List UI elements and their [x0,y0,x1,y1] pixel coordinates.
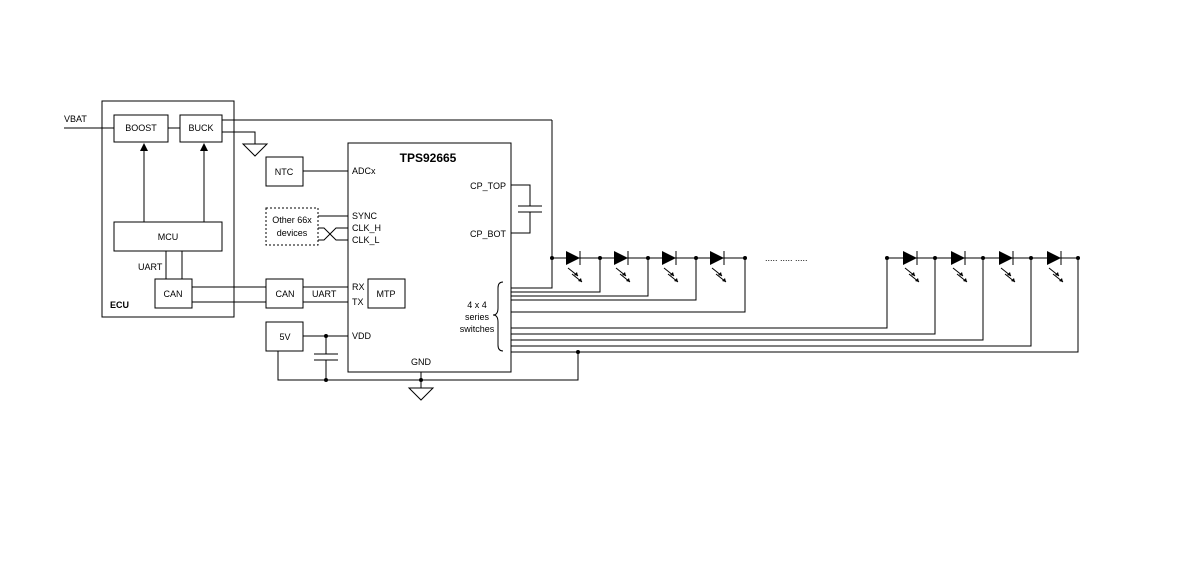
can-ecu-block [154,278,193,309]
mtp-block [367,278,406,309]
buck-ground-wire [222,131,256,144]
switch-tap-lines [511,258,1079,353]
pin-vdd: VDD [352,331,372,341]
pin-cp-top: CP_TOP [470,181,506,191]
ntc-block [265,156,304,187]
tps92665-chip [347,142,512,373]
uart-ecu-label: UART [138,262,163,272]
switch-tap-6 [511,258,888,329]
led-string [550,251,1080,283]
switch-tap-9 [511,258,1032,347]
can-ecu-label: CAN [163,289,182,299]
cp-bot-wire [511,212,531,234]
pin-clk-h: CLK_H [352,223,381,233]
boost-block [113,114,169,143]
clk-cross-wire-2 [318,227,348,241]
can-transceiver-block [265,278,304,309]
pin-sync: SYNC [352,211,378,221]
pin-rx: RX [352,282,365,292]
switch-tap-2 [511,258,601,293]
pin-gnd: GND [411,357,432,367]
buck-arrowhead [200,143,208,151]
led-5 [903,251,920,283]
other-devices-block [265,207,319,246]
led-8 [1047,251,1064,283]
mcu-block [113,221,223,252]
can-transceiver-label: CAN [275,289,294,299]
pin-adcx: ADCx [352,166,376,176]
pin-tx: TX [352,297,364,307]
five-volt-block [265,321,304,352]
switch-tap-7 [511,258,936,335]
switch-tap-10 [511,258,1079,353]
gnd-junction [419,378,423,382]
switch-tap-1 [511,258,553,289]
switches-label-3: switches [460,324,495,334]
vbat-label: VBAT [64,114,87,124]
led-2 [614,251,631,283]
mtp-label: MTP [377,289,396,299]
switches-label-2: series [465,312,490,322]
led-1 [566,251,583,283]
main-ground-symbol [407,387,435,401]
pin-cp-bot: CP_BOT [470,229,507,239]
ntc-label: NTC [275,167,294,177]
switch-tap-4 [511,258,697,301]
other-devices-label-2: devices [277,228,308,238]
boost-arrowhead [140,143,148,151]
chip-name: TPS92665 [400,151,457,165]
five-volt-label: 5V [279,332,290,342]
led-7 [999,251,1016,283]
boost-label: BOOST [125,123,157,133]
buck-ground-symbol [241,143,269,157]
led-3 [662,251,679,283]
led-ellipsis: ..... ..... ..... [765,253,808,263]
clk-cross-wire-1 [318,227,348,241]
ground-rail [277,351,579,381]
switch-tap-3 [511,258,649,297]
ecu-label: ECU [110,300,129,310]
buck-label: BUCK [188,123,213,133]
uart-ext-label: UART [312,289,337,299]
buck-block [179,114,223,143]
led-6 [951,251,968,283]
other-devices-label-1: Other 66x [272,215,312,225]
switch-tap-5 [511,258,746,313]
pin-clk-l: CLK_L [352,235,380,245]
switch-tap-8 [511,258,984,341]
cp-top-wire [511,184,531,206]
switches-brace [492,281,504,352]
switches-label-1: 4 x 4 [467,300,487,310]
mcu-label: MCU [158,232,179,242]
led-4 [710,251,727,283]
